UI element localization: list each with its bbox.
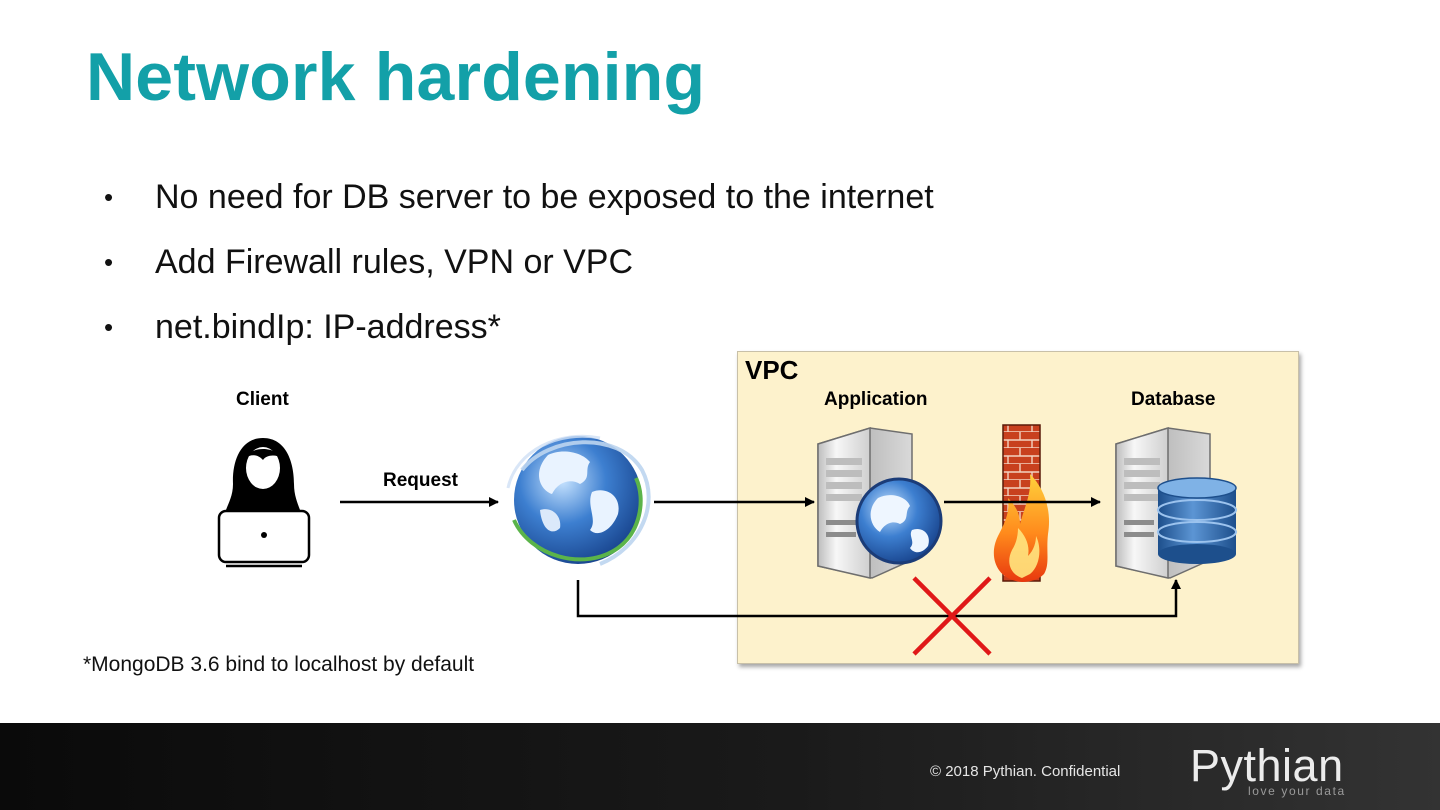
globe-icon <box>506 434 651 566</box>
copyright-text: © 2018 Pythian. Confidential <box>930 763 1121 780</box>
bullet-item: • No need for DB server to be exposed to… <box>104 172 934 237</box>
database-label: Database <box>1131 389 1216 410</box>
pythian-logo: Pythian love your data <box>1190 740 1370 798</box>
bullet-marker: • <box>104 247 114 277</box>
logo-tagline: love your data <box>1248 784 1346 798</box>
client-label: Client <box>236 389 289 410</box>
firewall-icon <box>993 424 1050 582</box>
user-laptop-icon <box>217 438 311 568</box>
blocked-x-icon <box>912 576 992 656</box>
bullet-marker: • <box>104 312 114 342</box>
footer-bar: © 2018 Pythian. Confidential Pythian lov… <box>0 723 1440 810</box>
bullet-item: • Add Firewall rules, VPN or VPC <box>104 237 934 302</box>
footnote: *MongoDB 3.6 bind to localhost by defaul… <box>83 653 475 676</box>
connection-arrows <box>340 497 1181 618</box>
logo-wordmark: Pythian <box>1190 740 1344 791</box>
slide-title: Network hardening <box>86 39 706 115</box>
bullet-list: • No need for DB server to be exposed to… <box>104 172 934 367</box>
blocked-path <box>576 579 1181 618</box>
request-label: Request <box>383 470 458 491</box>
bullet-text: No need for DB server to be exposed to t… <box>155 178 934 216</box>
network-diagram <box>217 424 1237 656</box>
bullet-text: net.bindIp: IP-address* <box>155 308 501 346</box>
bullet-text: Add Firewall rules, VPN or VPC <box>155 243 634 281</box>
server-icon <box>817 426 943 579</box>
application-label: Application <box>824 389 928 410</box>
vpc-label: VPC <box>745 355 799 385</box>
bullet-item: • net.bindIp: IP-address* <box>104 302 934 367</box>
bullet-marker: • <box>104 182 114 212</box>
database-icon <box>1115 426 1237 579</box>
